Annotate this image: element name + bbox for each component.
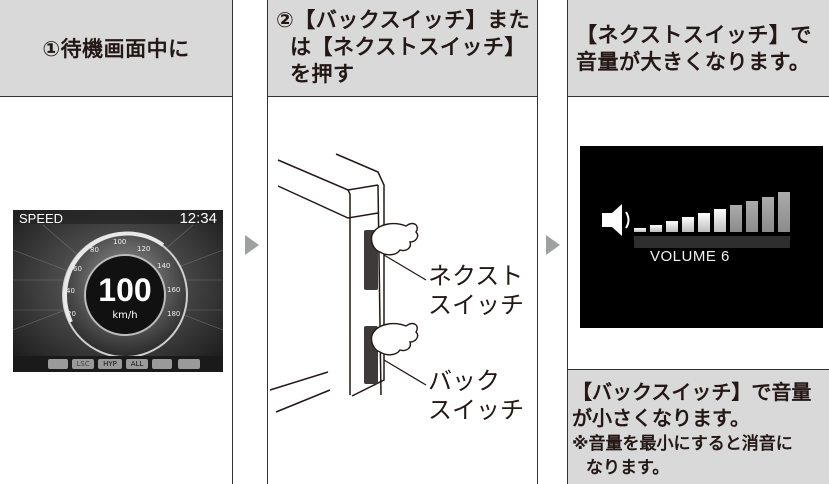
screen-button-lsc[interactable]: LSC (76, 360, 90, 368)
gauge-tick: 160 (167, 286, 181, 294)
screen-button-all[interactable]: ALL (130, 360, 144, 368)
volume-screen: VOLUME 6 (580, 146, 823, 328)
clock: 12:34 (179, 210, 217, 227)
step2-header-line-3: を押す (290, 62, 355, 86)
device-side-illustration (269, 153, 427, 413)
screen-button-1[interactable] (48, 359, 68, 369)
arrow-right-icon (245, 235, 259, 255)
speed-value: 100 (98, 272, 152, 308)
gauge-tick: 100 (113, 238, 127, 246)
back-switch-label: バック スイッチ (428, 367, 524, 425)
screen-button-6[interactable] (178, 359, 200, 369)
screen-button-5[interactable] (152, 359, 172, 369)
pointing-hand-icon (370, 322, 419, 356)
step1-header-text: ①待機画面中に (42, 37, 190, 61)
gauge-tick: 140 (157, 262, 171, 270)
gauge-tick: 60 (73, 265, 82, 273)
gauge-tick: 40 (66, 287, 75, 295)
step3-info-box: 【バックスイッチ】で音量 が小さくなります。 ※音量を最小にすると消音に なりま… (568, 369, 829, 484)
step2-header-line-2: は【ネクストスイッチ】 (290, 35, 526, 59)
note-line-1: ※音量を最小にすると消音に (572, 434, 793, 454)
speaker-icon (602, 204, 630, 236)
info-line-1: 【バックスイッチ】で音量 (572, 380, 812, 404)
gauge-tick: 180 (167, 310, 181, 318)
step3-header-line-1: 【ネクストスイッチ】で (576, 23, 812, 47)
volume-label: VOLUME 6 (650, 248, 730, 265)
speed-unit: km/h (112, 310, 138, 321)
pointing-hand-icon (370, 222, 419, 256)
back-switch-label-line-1: バック (428, 367, 500, 395)
speed-label: SPEED (19, 211, 64, 226)
step3-header: 【ネクストスイッチ】で 音量が大きくなります。 (568, 0, 829, 97)
gauge-tick: 20 (67, 310, 76, 318)
screen-button-hyp[interactable]: HYP (103, 360, 117, 368)
step3-header-line-2: 音量が大きくなります。 (576, 50, 811, 74)
back-switch-label-line-2: スイッチ (428, 396, 524, 424)
next-switch-label: ネクスト スイッチ (428, 262, 524, 320)
step2-header-line-1: ②【バックスイッチ】また (276, 8, 531, 32)
note-line-2: なります。 (586, 458, 670, 478)
standby-screen: SPEED 12:34 20 40 60 80 100 120 140 160 … (13, 210, 223, 372)
arrow-right-icon (546, 235, 560, 255)
info-line-2: が小さくなります。 (572, 406, 750, 430)
step2-column: ②【バックスイッチ】また は【ネクストスイッチ】 を押す ネクスト スイッチ バ… (267, 0, 538, 484)
step1-header: ①待機画面中に (0, 0, 232, 97)
volume-bars-graphic (602, 192, 790, 248)
step3-column: 【ネクストスイッチ】で 音量が大きくなります。 (567, 0, 829, 484)
next-switch-label-line-2: スイッチ (428, 291, 524, 319)
step2-header: ②【バックスイッチ】また は【ネクストスイッチ】 を押す (268, 0, 537, 97)
gauge-tick: 80 (90, 246, 99, 254)
step1-column: ①待機画面中に (0, 0, 233, 484)
standby-screen-graphic (13, 210, 223, 372)
gauge-tick: 120 (137, 245, 151, 253)
next-switch-label-line-1: ネクスト (428, 262, 524, 290)
